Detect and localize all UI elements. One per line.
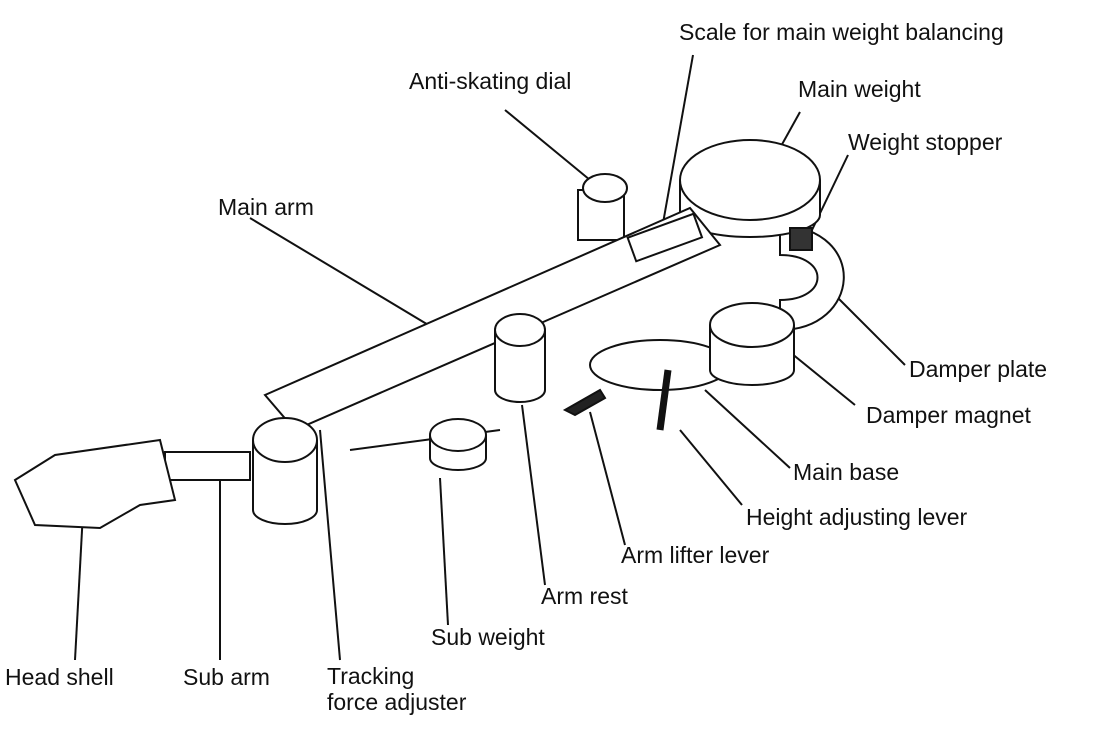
scale-plate	[626, 212, 704, 263]
height-lever-shape	[656, 369, 672, 431]
damper-magnet-top	[709, 302, 795, 348]
main-arm-assembly	[263, 206, 722, 471]
label-tracking-line-1: Tracking	[327, 663, 415, 689]
main-base-assembly	[562, 302, 795, 431]
leader-arm-rest	[521, 404, 546, 586]
arm-rest-body	[494, 330, 546, 403]
anti-skating-dial-shape	[582, 173, 628, 203]
tracking-force-adjuster-body	[252, 440, 318, 525]
tracking-force-adjuster-top	[252, 417, 318, 463]
label-height-adjusting-lever: Height adjusting lever	[746, 504, 968, 530]
arm-rest-top	[494, 313, 546, 347]
leader-lines	[74, 54, 906, 661]
label-head-shell: Head shell	[5, 664, 114, 690]
label-main-weight: Main weight	[798, 76, 921, 102]
leader-sub-weight	[439, 477, 449, 626]
label-weight-stopper: Weight stopper	[848, 129, 1003, 155]
sub-weight-top	[429, 418, 487, 452]
head-shell-shape	[13, 438, 177, 530]
label-arm-rest: Arm rest	[541, 583, 628, 609]
label-sub-weight: Sub weight	[431, 624, 545, 650]
label-anti-skating-dial: Anti-skating dial	[409, 68, 572, 94]
label-damper-magnet: Damper magnet	[866, 402, 1031, 428]
main-weight-top	[679, 139, 821, 221]
label-tracking-line-2: force adjuster	[327, 689, 467, 715]
sub-arm-shape	[164, 451, 251, 481]
label-arm-lifter-lever: Arm lifter lever	[621, 542, 770, 568]
leader-main-base	[704, 389, 791, 469]
label-sub-arm: Sub arm	[183, 664, 270, 690]
label-tracking-force-adjuster: Tracking force adjuster	[327, 663, 466, 715]
label-damper-plate: Damper plate	[909, 356, 1048, 382]
main-weight-assembly	[577, 139, 845, 332]
label-main-base: Main base	[793, 459, 900, 485]
leader-scale	[659, 54, 694, 241]
leader-damper-plate	[829, 289, 906, 366]
head-assembly	[13, 417, 318, 530]
leader-height-adjusting	[679, 429, 743, 506]
leader-arm-lifter	[589, 411, 626, 546]
leader-anti-skating	[504, 109, 591, 181]
label-main-arm: Main arm	[218, 194, 314, 220]
label-scale-for-main-weight-balancing: Scale for main weight balancing	[679, 19, 1004, 45]
weight-stopper-knob	[789, 227, 813, 251]
arm-lifter-shape	[562, 388, 607, 417]
leader-tracking	[319, 429, 341, 661]
